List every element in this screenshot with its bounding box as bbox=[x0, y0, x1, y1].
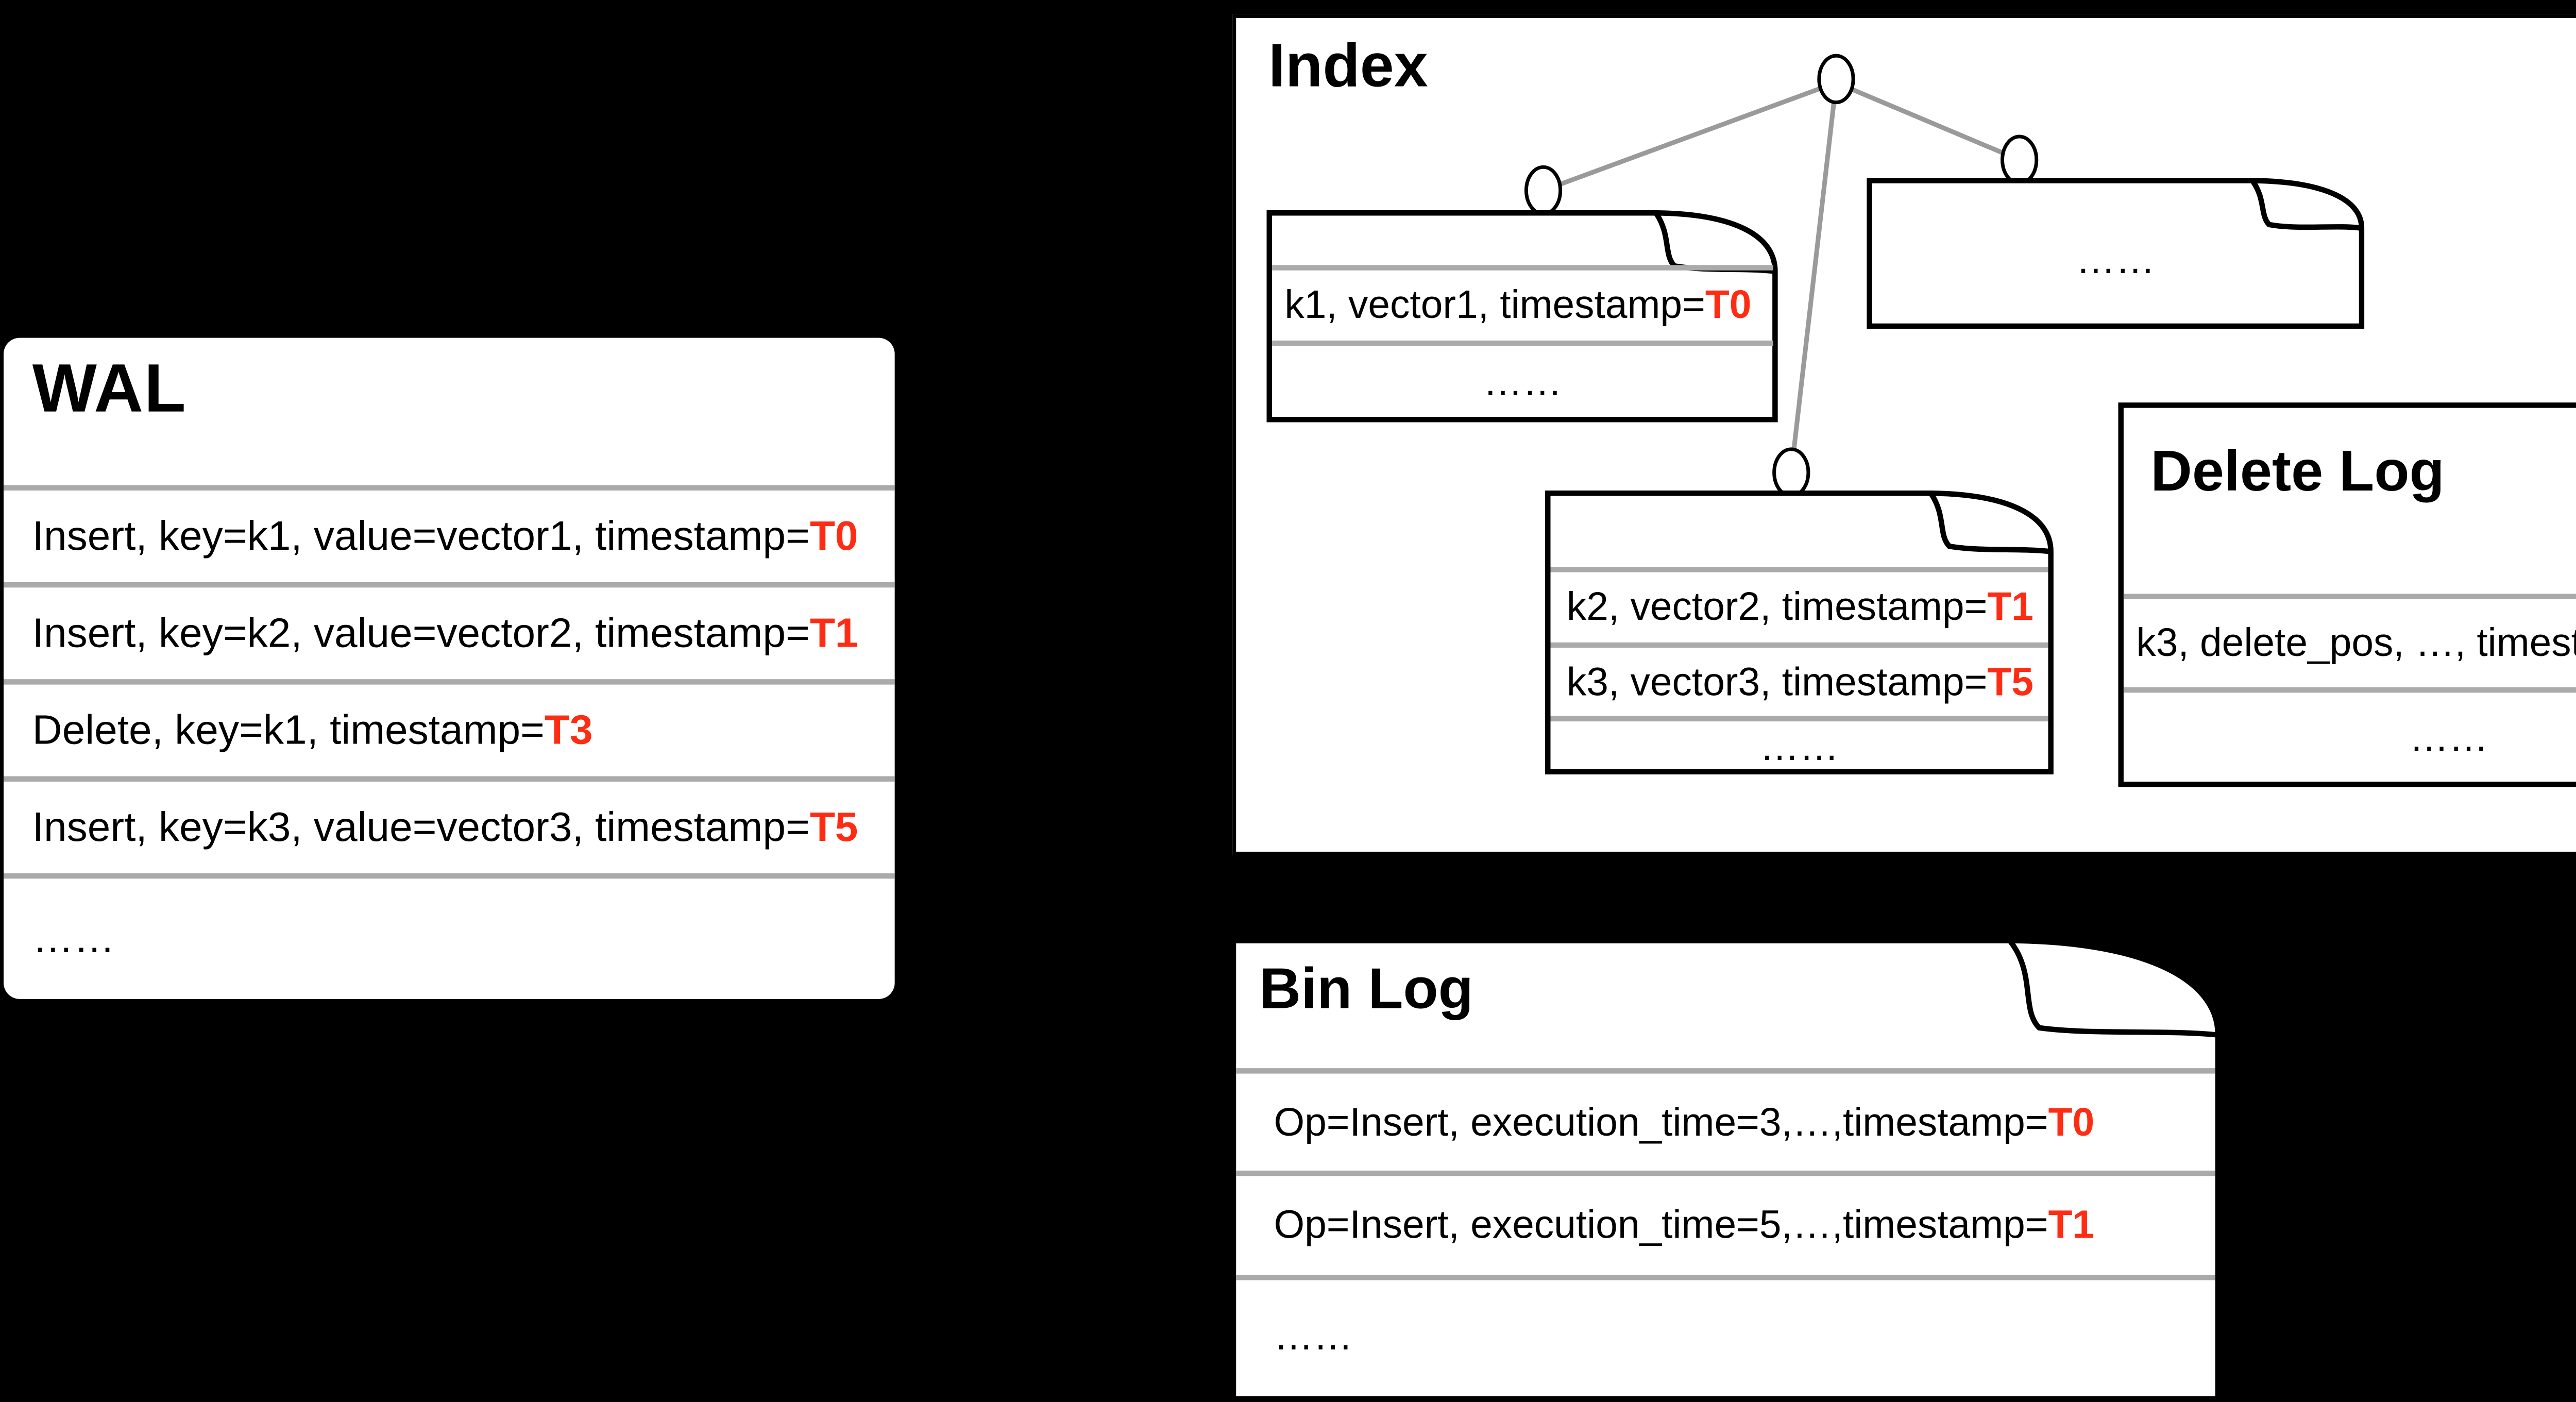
log-row-text: …… bbox=[32, 915, 115, 961]
index-node-k1: k1, vector1, timestamp=T0 …… bbox=[1266, 210, 1779, 423]
log-row-text: …… bbox=[2076, 237, 2155, 282]
wal-row: Insert, key=k1, value=vector1, timestamp… bbox=[3, 485, 895, 582]
log-row-text: …… bbox=[1483, 359, 1563, 404]
log-row-text: k1, vector1, timestamp= bbox=[1284, 282, 1705, 327]
note-shape bbox=[1545, 491, 2054, 775]
tree-edge-left bbox=[1542, 80, 1837, 193]
timestamp-value: T1 bbox=[1987, 584, 2034, 629]
wal-row-ellipsis: …… bbox=[3, 873, 895, 999]
note-shape bbox=[1867, 178, 2365, 329]
bin-log-box: Bin Log Op=Insert, execution_time=3,…,ti… bbox=[1230, 938, 2221, 1402]
log-row-text: …… bbox=[1274, 1313, 1353, 1359]
tree-edge-right bbox=[1835, 80, 2021, 162]
bin-log-row: Op=Insert, execution_time=3,…,timestamp=… bbox=[1231, 1071, 2221, 1173]
bin-log-ellipsis: …… bbox=[1231, 1277, 2221, 1396]
wal-title: WAL bbox=[32, 352, 187, 428]
index-entry-ellipsis: …… bbox=[1545, 719, 2054, 774]
note-shape bbox=[1266, 210, 1778, 423]
log-row-text: …… bbox=[1759, 723, 1839, 768]
delete-log-ellipsis: …… bbox=[2118, 690, 2576, 787]
log-row-text: Insert, key=k2, value=vector2, timestamp… bbox=[32, 609, 810, 656]
timestamp-value: T3 bbox=[544, 706, 593, 753]
index-entry-row: k1, vector1, timestamp=T0 bbox=[1267, 268, 1779, 343]
timestamp-value: T0 bbox=[1705, 282, 1752, 327]
bin-log-title: Bin Log bbox=[1259, 956, 1473, 1021]
tree-node-right bbox=[2001, 134, 2039, 185]
index-entry-ellipsis: …… bbox=[1267, 343, 1779, 422]
delete-log-row: k3, delete_pos, …, timestamp=T3 bbox=[2118, 597, 2576, 690]
timestamp-value: T1 bbox=[2048, 1202, 2095, 1247]
bin-log-row: Op=Insert, execution_time=5,…,timestamp=… bbox=[1231, 1173, 2221, 1277]
log-row-text: Delete, key=k1, timestamp= bbox=[32, 706, 545, 753]
tree-edge-middle bbox=[1789, 82, 1839, 473]
tree-root-node bbox=[1817, 54, 1855, 105]
note-shape bbox=[1230, 938, 2221, 1402]
timestamp-value: T5 bbox=[1987, 658, 2034, 704]
log-row-text: …… bbox=[2409, 715, 2488, 761]
index-node-more: …… bbox=[1867, 178, 2365, 329]
folded-corner bbox=[1929, 493, 2052, 554]
delete-log-box: Delete Log k3, delete_pos, …, timestamp=… bbox=[2118, 402, 2576, 787]
tree-node-middle bbox=[1772, 447, 1810, 498]
timestamp-value: T5 bbox=[809, 803, 858, 850]
wal-row: Insert, key=k3, value=vector3, timestamp… bbox=[3, 776, 895, 873]
index-entry-row: k2, vector2, timestamp=T1 bbox=[1545, 569, 2054, 645]
timestamp-value: T1 bbox=[809, 609, 858, 656]
log-row-text: Op=Insert, execution_time=3,…,timestamp= bbox=[1274, 1099, 2048, 1144]
log-row-text: Insert, key=k1, value=vector1, timestamp… bbox=[32, 512, 810, 559]
note-shape bbox=[2118, 402, 2576, 787]
wal-row: Delete, key=k1, timestamp=T3 bbox=[3, 679, 895, 776]
index-title: Index bbox=[1268, 32, 1428, 101]
log-row-text: Insert, key=k3, value=vector3, timestamp… bbox=[32, 803, 810, 850]
timestamp-value: T0 bbox=[809, 512, 858, 559]
timestamp-value: T0 bbox=[2048, 1099, 2095, 1144]
index-panel: Index k1, vector1, timestamp=T0 …… bbox=[1232, 14, 2576, 855]
index-entry-row: k3, vector3, timestamp=T5 bbox=[1545, 645, 2054, 719]
log-row-text: k3, vector3, timestamp= bbox=[1566, 658, 1988, 704]
note-outline bbox=[1230, 938, 2221, 1402]
index-entry-ellipsis: …… bbox=[1867, 203, 2364, 318]
delete-log-title: Delete Log bbox=[2150, 438, 2445, 503]
wal-box: WAL Insert, key=k1, value=vector1, times… bbox=[3, 337, 895, 999]
log-row-text: k2, vector2, timestamp= bbox=[1566, 584, 1988, 629]
log-row-text: k3, delete_pos, …, timestamp= bbox=[2136, 620, 2576, 665]
tree-node-left bbox=[1524, 165, 1563, 216]
index-node-k2k3: k2, vector2, timestamp=T1 k3, vector3, t… bbox=[1545, 491, 2054, 775]
wal-row: Insert, key=k2, value=vector2, timestamp… bbox=[3, 582, 895, 679]
log-row-text: Op=Insert, execution_time=5,…,timestamp= bbox=[1274, 1202, 2048, 1247]
